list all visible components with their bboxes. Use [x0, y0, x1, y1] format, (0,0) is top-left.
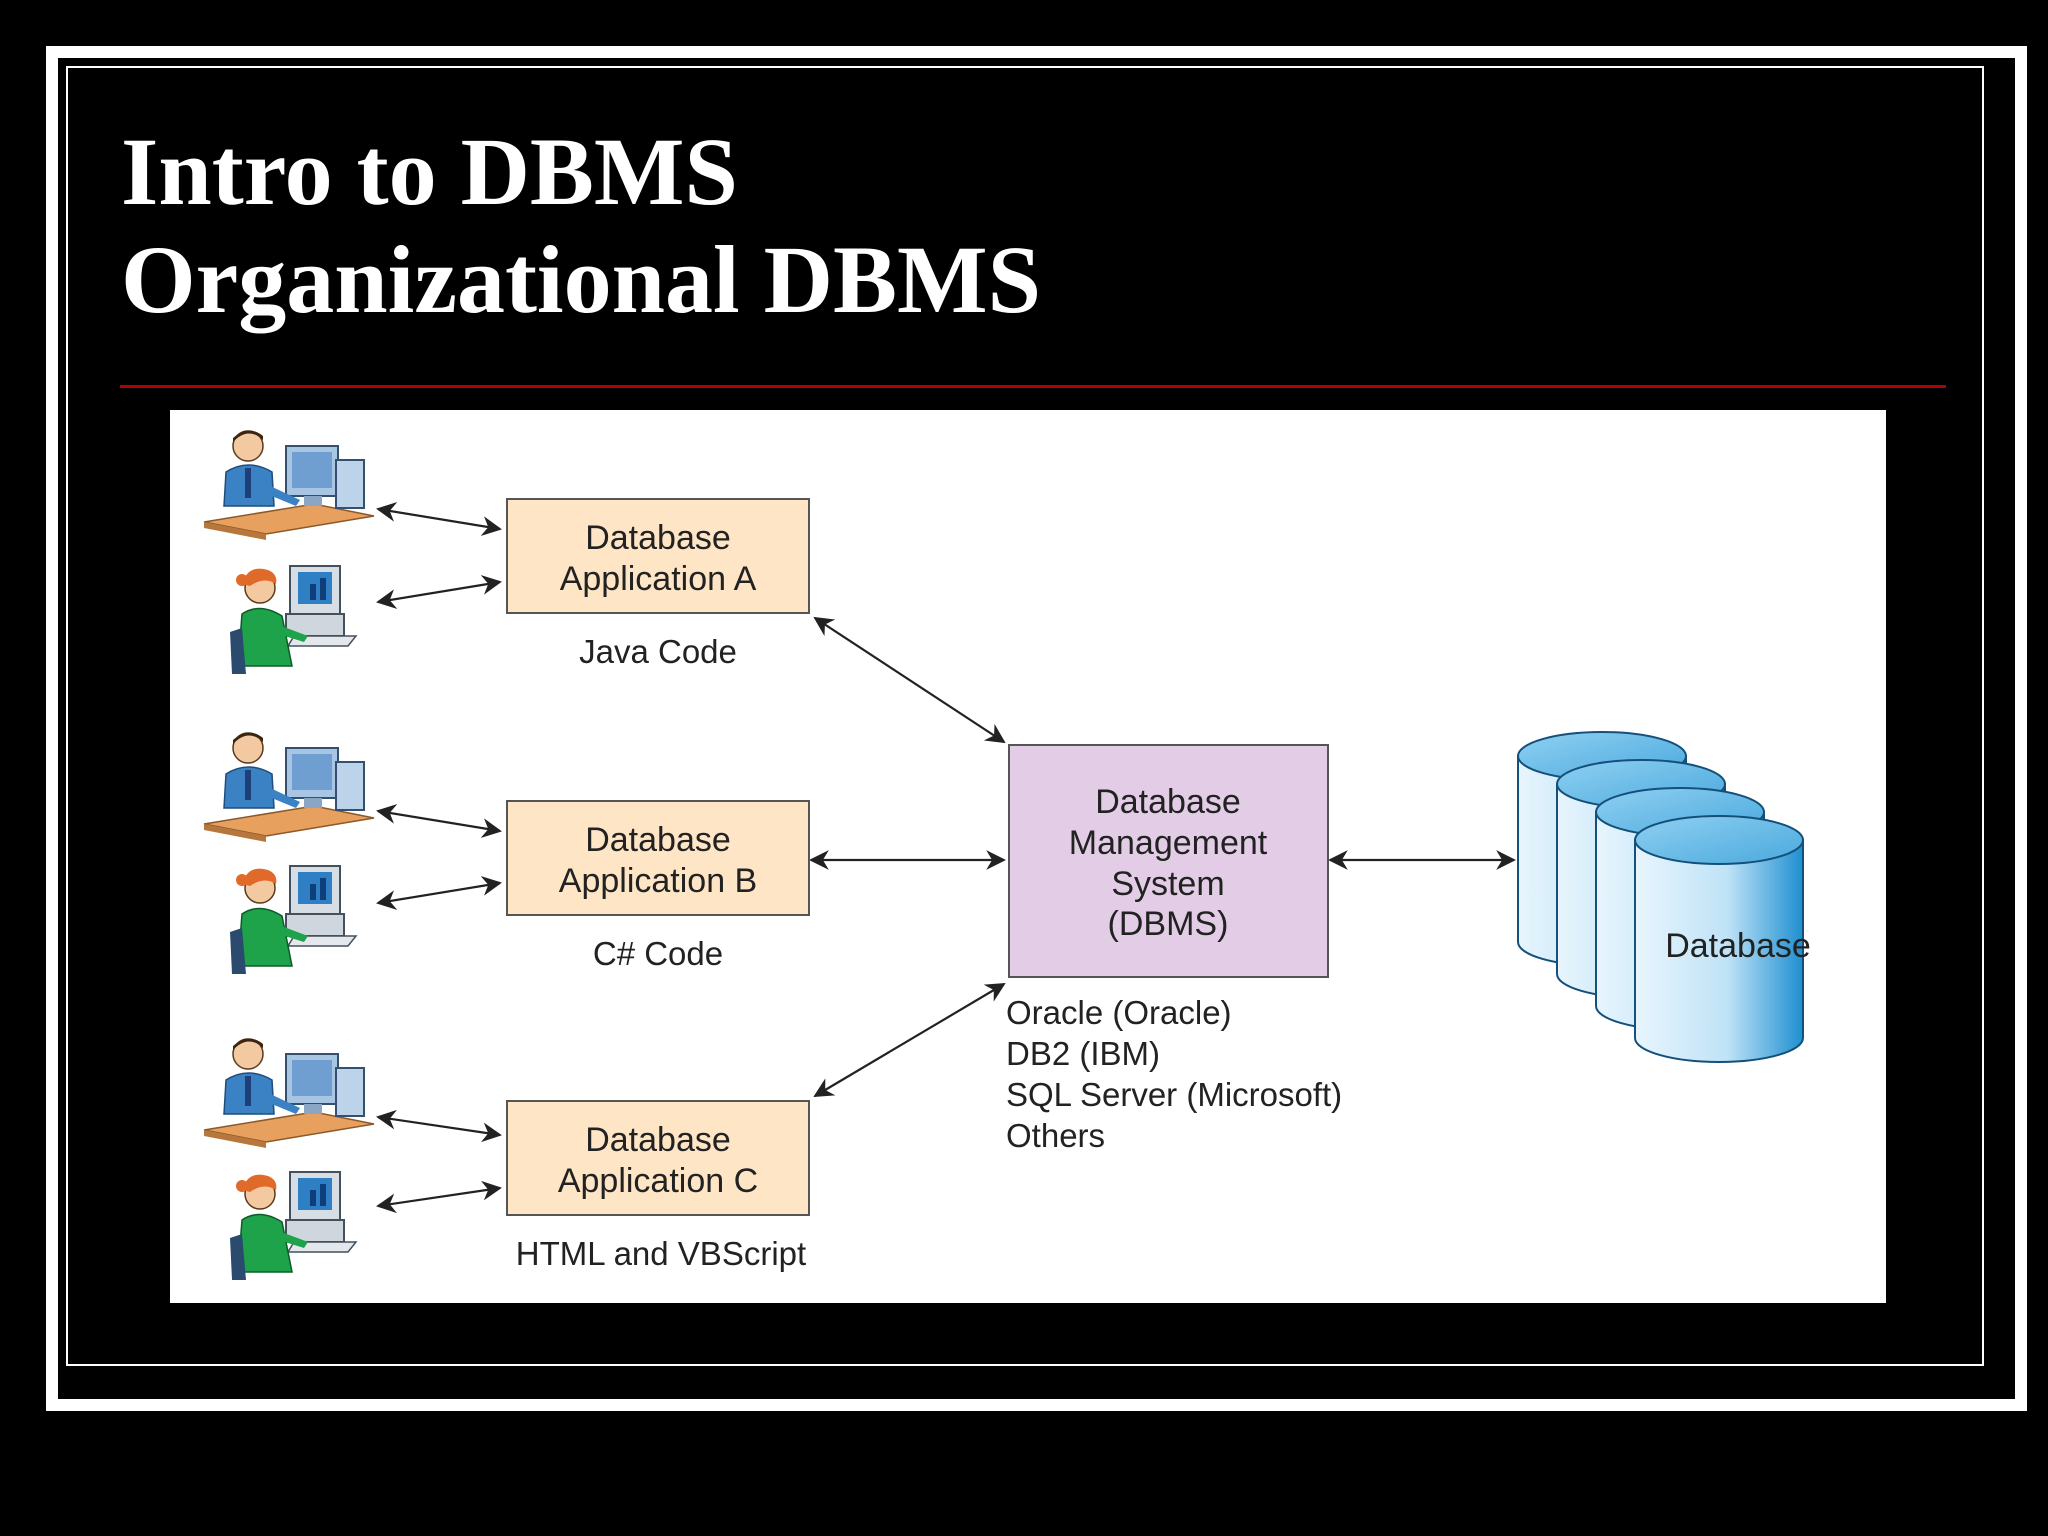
app-box-a: Database Application A	[506, 498, 810, 614]
app-box-b: Database Application B	[506, 800, 810, 916]
slide-outer-frame	[46, 46, 2027, 1411]
app-box-c: Database Application C	[506, 1100, 810, 1216]
arrow-app-a-dbms	[813, 616, 1006, 744]
app-c-line2: Application C	[558, 1162, 758, 1200]
title-line-2: Organizational DBMS	[121, 226, 1042, 333]
arrow-user-woman-c	[376, 1180, 502, 1214]
app-a-code-label: Java Code	[579, 633, 737, 670]
database-label: Database	[1665, 927, 1811, 965]
database-cylinders-icon: Database	[1517, 731, 1811, 1063]
user-app-connectors	[376, 502, 1516, 1214]
arrow-user-man-c	[376, 1109, 502, 1143]
database-cylinder-4	[1634, 815, 1804, 1063]
vendor-item: Others	[1006, 1117, 1105, 1154]
app-b-line1: Database	[585, 821, 731, 859]
vendor-item: Oracle (Oracle)	[1006, 994, 1232, 1031]
dbms-box: Database Management System (DBMS)	[1008, 744, 1329, 978]
user-man-a-icon	[203, 429, 375, 541]
vendor-list: Oracle (Oracle) DB2 (IBM) SQL Server (Mi…	[1006, 994, 1342, 1154]
dbms-line4: (DBMS)	[1108, 905, 1229, 943]
title-line-1: Intro to DBMS	[121, 118, 738, 225]
app-b-line2: Application B	[559, 862, 757, 900]
arrow-user-woman-b	[376, 876, 502, 910]
app-c-code-label: HTML and VBScript	[516, 1235, 806, 1272]
arrow-user-woman-a	[376, 575, 502, 609]
app-b-code-label: C# Code	[593, 935, 723, 972]
user-man-b-icon	[203, 731, 375, 843]
user-woman-b-icon	[229, 865, 357, 975]
app-a-line2: Application A	[560, 560, 757, 598]
dbms-line1: Database	[1095, 783, 1241, 821]
slide-title: Intro to DBMS Organizational DBMS	[121, 118, 1041, 334]
user-man-c-icon	[203, 1037, 375, 1149]
app-a-line1: Database	[585, 519, 731, 557]
arrow-user-man-a	[376, 502, 502, 536]
title-divider	[120, 385, 1946, 388]
vendor-item: SQL Server (Microsoft)	[1006, 1076, 1342, 1113]
dbms-diagram: Database Application A Java Code Databas…	[170, 410, 1886, 1303]
app-c-line1: Database	[585, 1121, 731, 1159]
slide-inner-frame	[66, 66, 1984, 1366]
dbms-line2: Management	[1069, 824, 1268, 862]
arrow-app-c-dbms	[813, 982, 1006, 1098]
user-woman-c-icon	[229, 1171, 357, 1281]
dbms-line3: System	[1111, 865, 1224, 903]
vendor-item: DB2 (IBM)	[1006, 1035, 1160, 1072]
diagram-canvas: Database Application A Java Code Databas…	[203, 429, 1811, 1281]
user-woman-a-icon	[229, 565, 357, 675]
arrow-user-man-b	[376, 804, 502, 838]
